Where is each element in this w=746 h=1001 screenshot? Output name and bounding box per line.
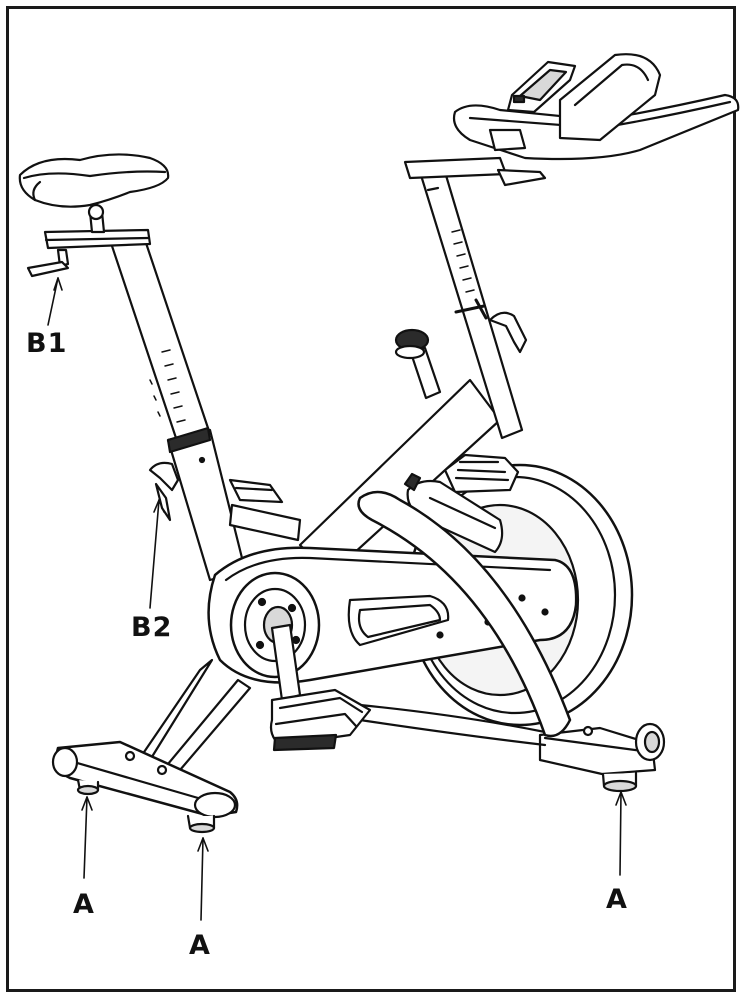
handlebar <box>403 53 740 187</box>
resistance-knob <box>394 328 442 400</box>
seat-post <box>108 238 247 582</box>
front-pedal <box>269 623 372 752</box>
pointer-arrows <box>47 277 627 921</box>
console <box>506 60 577 114</box>
label-a-front-left: A <box>73 889 95 920</box>
seat <box>18 153 170 250</box>
rear-frame-tube <box>358 703 547 747</box>
seat-lever-b1 <box>26 248 70 278</box>
crank-hub <box>229 571 321 679</box>
label-b1: B1 <box>26 328 68 359</box>
frame-bar <box>228 503 302 542</box>
label-a-rear: A <box>606 884 628 915</box>
label-a-front-right: A <box>189 930 211 961</box>
rear-pedal <box>228 478 284 504</box>
rear-curved-tube <box>357 490 572 738</box>
seat-post-lever-b2 <box>148 461 180 522</box>
diagram-border <box>6 6 736 992</box>
front-stabilizer <box>51 740 239 834</box>
rear-stabilizer <box>538 722 666 793</box>
label-b2: B2 <box>131 612 173 643</box>
front-frame-legs <box>138 658 252 772</box>
